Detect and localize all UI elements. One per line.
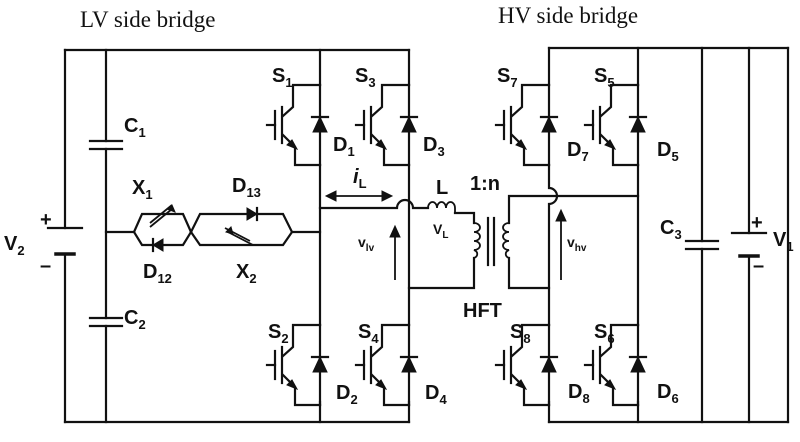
label-c3: C3 [660, 217, 682, 242]
switch-s8 [494, 323, 559, 407]
label-d12: D12 [143, 261, 172, 286]
inductor-l [427, 201, 456, 213]
label-x2: X2 [236, 261, 257, 286]
label-il: iL [353, 166, 367, 191]
v1-minus-sign: – [753, 255, 764, 277]
label-s5: S5 [594, 65, 615, 90]
label-c2: C2 [124, 307, 146, 332]
label-x1: X1 [132, 177, 153, 202]
v1-plus-sign: + [751, 212, 763, 234]
switch-s6 [583, 323, 648, 407]
hv-wiring [507, 46, 790, 424]
lv-bridge-title: LV side bridge [80, 7, 215, 32]
switch-symbols [265, 83, 648, 407]
switch-s4 [354, 323, 419, 407]
label-s1: S1 [272, 65, 293, 90]
label-vhv: vhv [567, 234, 587, 254]
label-c1: C1 [124, 115, 146, 140]
label-turns-ratio: 1:n [470, 173, 500, 195]
label-s6: S6 [594, 321, 615, 346]
hv-bridge-title: HV side bridge [498, 3, 638, 28]
switch-s1 [265, 83, 330, 167]
label-d6: D6 [657, 381, 679, 406]
label-v1: V1 [773, 229, 794, 254]
label-d4: D4 [425, 382, 447, 407]
label-v2: V2 [4, 233, 25, 258]
label-s4: S4 [358, 321, 379, 346]
label-s2: S2 [268, 321, 289, 346]
label-hft: HFT [463, 300, 502, 322]
label-d8: D8 [568, 381, 590, 406]
transformer-hft [473, 216, 510, 267]
label-d13: D13 [232, 175, 261, 200]
switch-s2 [265, 323, 330, 407]
label-vl: VL [433, 221, 448, 241]
x1-d12-switch [132, 204, 193, 253]
switch-s7 [494, 83, 559, 167]
label-vlv: vlv [358, 234, 375, 254]
current-arrow-il [324, 190, 394, 202]
switch-s3 [354, 83, 419, 167]
capacitor-c3 [684, 239, 720, 251]
lv-wiring [63, 48, 476, 424]
voltage-arrow-vlv [389, 224, 401, 280]
switch-s5 [583, 83, 648, 167]
label-d5: D5 [657, 139, 679, 164]
label-s8: S8 [510, 321, 531, 346]
v2-plus-sign: + [40, 209, 52, 231]
v2-battery [46, 226, 84, 256]
label-s7: S7 [497, 65, 518, 90]
capacitor-c1 [88, 139, 124, 151]
label-d2: D2 [336, 382, 358, 407]
v2-minus-sign: – [40, 255, 51, 277]
label-d1: D1 [333, 134, 355, 159]
label-l: L [436, 177, 448, 199]
x2-d13-switch [189, 206, 294, 247]
v1-battery [730, 231, 768, 258]
label-d7: D7 [567, 139, 589, 164]
voltage-arrow-vhv [555, 208, 567, 280]
capacitor-c2 [88, 316, 124, 328]
label-s3: S3 [355, 65, 376, 90]
label-d3: D3 [423, 134, 445, 159]
